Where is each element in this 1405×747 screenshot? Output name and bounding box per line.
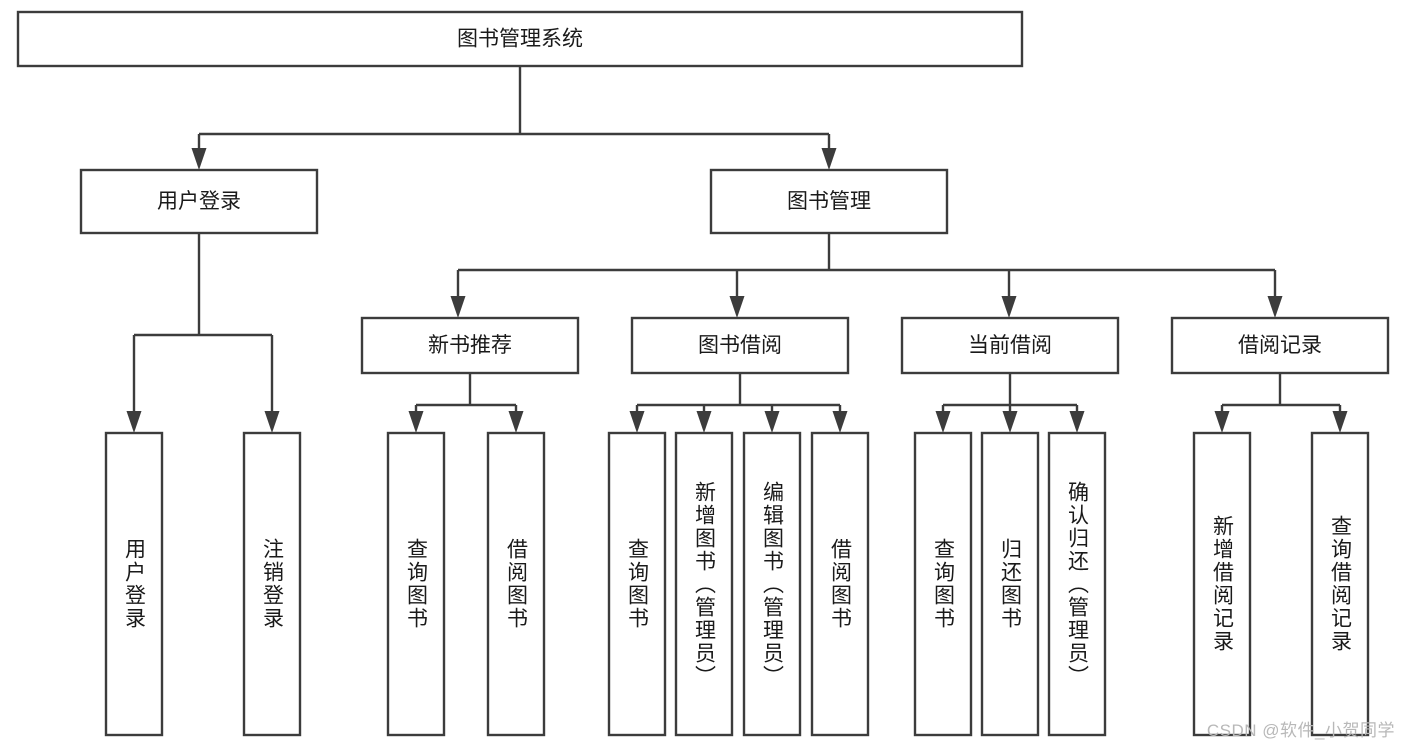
- node-box-borrow-record[interactable]: [1170, 316, 1390, 375]
- node-box-book-manage[interactable]: [709, 168, 949, 235]
- arrow-head-icon: [408, 411, 424, 433]
- arrow-head-icon: [821, 148, 837, 170]
- arrow-head-icon: [1332, 411, 1348, 433]
- node-label-book-borrow: 图书借阅: [698, 334, 782, 357]
- node-box-leaf-cur-return-book[interactable]: [980, 431, 1040, 737]
- connector-borrow-record: [1214, 373, 1348, 433]
- arrow-head-icon: [696, 411, 712, 433]
- node-box-leaf-bor-edit-book[interactable]: [742, 431, 802, 737]
- arrow-head-icon: [508, 411, 524, 433]
- node-label-current-borrow: 当前借阅: [968, 334, 1052, 357]
- node-box-leaf-cur-confirm-return[interactable]: [1047, 431, 1107, 737]
- node-box-leaf-bor-borrow-book[interactable]: [810, 431, 870, 737]
- boxes-layer: [16, 10, 1390, 737]
- node-box-leaf-user-login[interactable]: [104, 431, 164, 737]
- arrow-head-icon: [264, 411, 280, 433]
- node-box-leaf-cur-query-book[interactable]: [913, 431, 973, 737]
- node-box-leaf-rc-add-record[interactable]: [1192, 431, 1252, 737]
- arrow-head-icon: [629, 411, 645, 433]
- node-box-leaf-rc-query-record[interactable]: [1310, 431, 1370, 737]
- node-box-current-borrow[interactable]: [900, 316, 1120, 375]
- node-box-leaf-bor-add-book[interactable]: [674, 431, 734, 737]
- arrow-head-icon: [126, 411, 142, 433]
- connector-new-book-recommend: [408, 373, 524, 433]
- connector-user-login: [126, 233, 280, 433]
- watermark-credit: CSDN @软件_小贺同学: [1206, 721, 1395, 740]
- arrow-head-icon: [764, 411, 780, 433]
- connectors-layer: [126, 66, 1348, 433]
- node-box-book-borrow[interactable]: [630, 316, 850, 375]
- node-box-leaf-bor-query-book[interactable]: [607, 431, 667, 737]
- node-label-borrow-record: 借阅记录: [1238, 334, 1322, 357]
- node-label-book-manage: 图书管理: [787, 190, 871, 213]
- node-box-new-book-recommend[interactable]: [360, 316, 580, 375]
- connector-book-manage: [450, 233, 1283, 318]
- node-box-leaf-rec-borrow-book[interactable]: [486, 431, 546, 737]
- arrow-head-icon: [935, 411, 951, 433]
- arrow-head-icon: [1001, 296, 1017, 318]
- arrow-head-icon: [729, 296, 745, 318]
- node-label-user-login: 用户登录: [157, 190, 241, 213]
- connector-book-borrow: [629, 373, 848, 433]
- node-box-user-login[interactable]: [79, 168, 319, 235]
- node-box-leaf-rec-query-book[interactable]: [386, 431, 446, 737]
- arrow-head-icon: [832, 411, 848, 433]
- connector-current-borrow: [935, 373, 1085, 433]
- arrow-head-icon: [450, 296, 466, 318]
- node-box-leaf-user-logout[interactable]: [242, 431, 302, 737]
- node-label-new-book-recommend: 新书推荐: [428, 334, 512, 357]
- connector-root: [191, 66, 837, 170]
- arrow-head-icon: [1002, 411, 1018, 433]
- arrow-head-icon: [1069, 411, 1085, 433]
- node-label-root: 图书管理系统: [457, 28, 583, 51]
- arrow-head-icon: [191, 148, 207, 170]
- node-box-root[interactable]: [16, 10, 1024, 68]
- arrow-head-icon: [1267, 296, 1283, 318]
- arrow-head-icon: [1214, 411, 1230, 433]
